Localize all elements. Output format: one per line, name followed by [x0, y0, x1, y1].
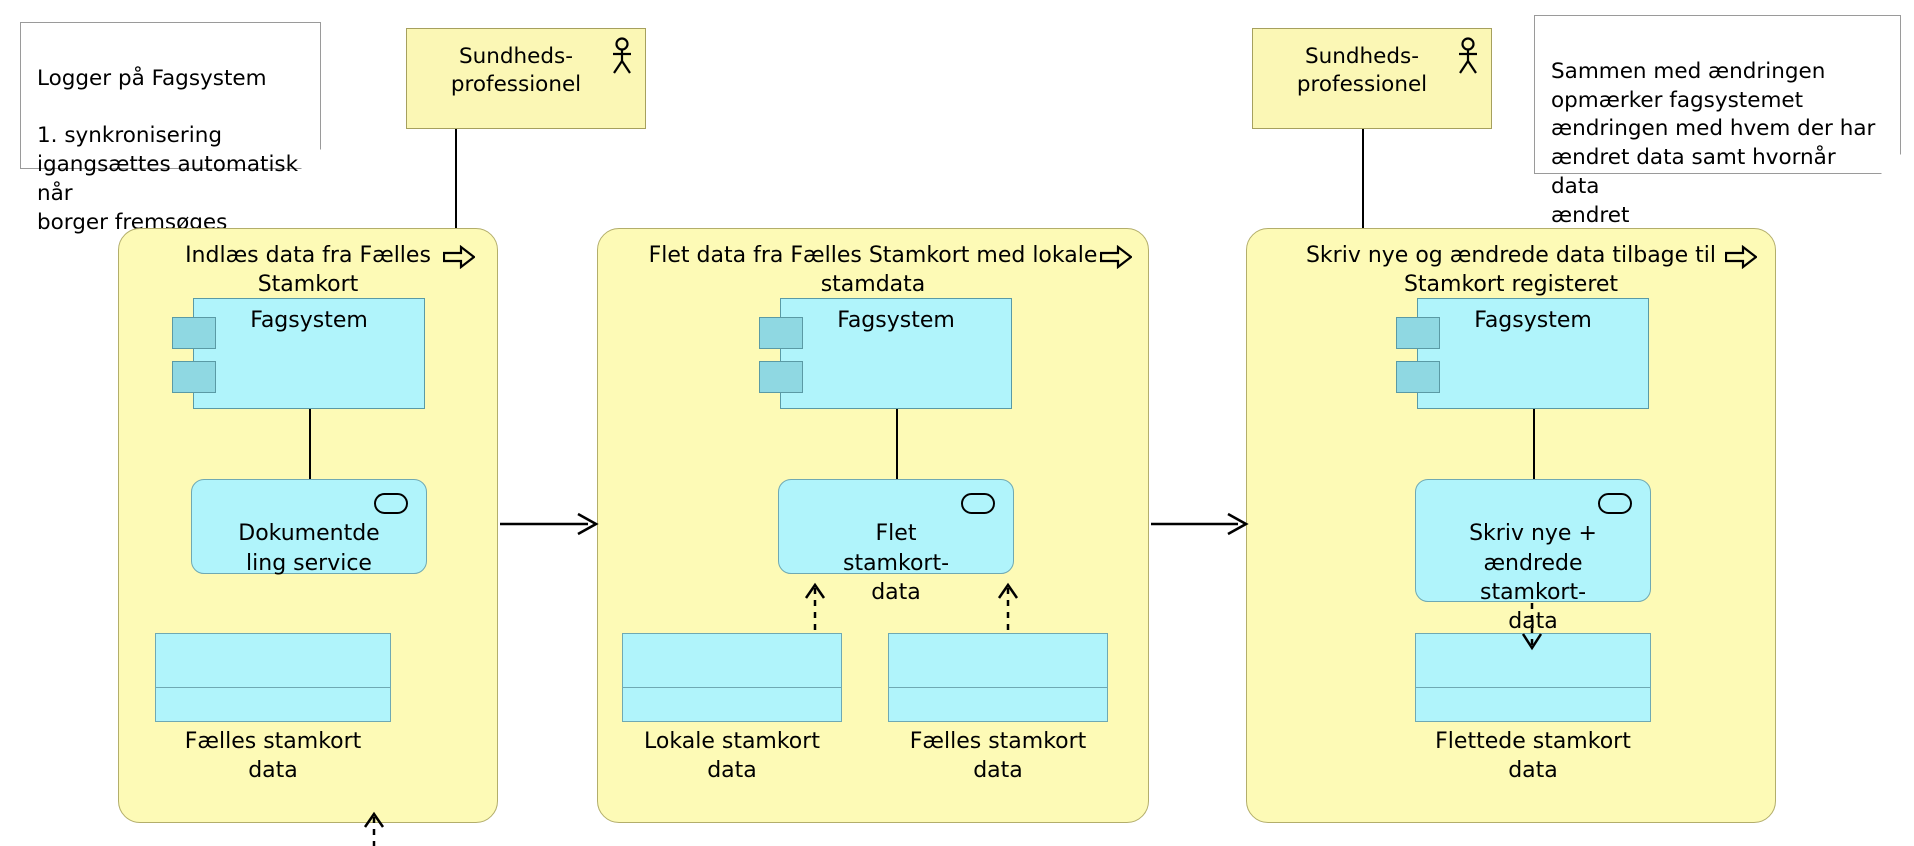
datastore-faelles-stamkort-label: Fælles stamkort data — [184, 728, 362, 783]
service-pill-icon — [961, 493, 995, 514]
note-left: Logger på Fagsystem 1. synkronisering ig… — [20, 22, 322, 235]
component-service-connector — [896, 409, 898, 479]
component-port-1 — [1396, 317, 1440, 349]
datastore-header-band — [623, 663, 841, 689]
datastore-flettede-stamkort-label: Flettede stamkort data — [1435, 728, 1631, 783]
datastore-header-band — [156, 663, 390, 689]
service-pill-icon — [1598, 493, 1632, 514]
component-service-connector — [309, 409, 311, 479]
service-dokumentdeling-label: Dokumentde ling service — [238, 521, 380, 576]
package-flet-title: Flet data fra Fælles Stamkort med lokale… — [648, 243, 1098, 298]
component-port-2 — [759, 361, 803, 393]
service-skriv-stamkortdata-label: Skriv nye + ændrede stamkort- data — [1469, 521, 1597, 634]
service-flet-stamkortdata[interactable]: Flet stamkort- data — [778, 479, 1014, 605]
actor-right[interactable]: Sundheds- professionel — [1252, 28, 1492, 129]
component-fagsystem[interactable]: Fagsystem — [172, 298, 425, 409]
component-port-1 — [172, 317, 216, 349]
package-skriv-title: Skriv nye og ændrede data tilbage til St… — [1305, 243, 1717, 298]
actor-right-connector — [1362, 129, 1364, 230]
package-indlaes[interactable]: Indlæs data fra Fælles Stamkort Fagsyste… — [118, 228, 498, 846]
service-pill-icon — [374, 493, 408, 514]
component-fagsystem-label: Fagsystem — [250, 308, 368, 333]
component-fagsystem-label: Fagsystem — [1474, 308, 1592, 333]
component-port-2 — [172, 361, 216, 393]
service-dokumentdeling[interactable]: Dokumentde ling service — [191, 479, 427, 576]
component-port-2 — [1396, 361, 1440, 393]
note-fold-corner — [300, 148, 322, 170]
datastore-lokale-stamkort[interactable]: Lokale stamkort data — [622, 633, 842, 783]
package-flet[interactable]: Flet data fra Fælles Stamkort med lokale… — [597, 228, 1149, 823]
actor-left[interactable]: Sundheds- professionel — [406, 28, 646, 129]
datastore-header-band — [1416, 663, 1650, 689]
actor-left-label: Sundheds- professionel — [450, 44, 582, 97]
service-flet-stamkortdata-label: Flet stamkort- data — [842, 521, 950, 605]
datastore-faelles-stamkort[interactable]: Fælles stamkort data — [888, 633, 1108, 783]
process-arrow-icon — [443, 245, 475, 269]
datastore-header-band — [889, 663, 1107, 689]
component-fagsystem-label: Fagsystem — [837, 308, 955, 333]
process-arrow-icon — [1100, 245, 1132, 269]
component-port-1 — [759, 317, 803, 349]
datastore-flettede-stamkort[interactable]: Flettede stamkort data — [1415, 633, 1651, 783]
note-right-text: Sammen med ændringen opmærker fagsysteme… — [1551, 58, 1876, 228]
component-service-connector — [1533, 409, 1535, 479]
package-skriv[interactable]: Skriv nye og ændrede data tilbage til St… — [1246, 228, 1776, 823]
package-indlaes-title: Indlæs data fra Fælles Stamkort — [185, 243, 431, 298]
datastore-faelles-stamkort[interactable]: Fælles stamkort data — [155, 633, 391, 783]
note-right: Sammen med ændringen opmærker fagsysteme… — [1534, 15, 1902, 228]
component-fagsystem[interactable]: Fagsystem — [1396, 298, 1649, 409]
note-fold-corner — [1880, 153, 1902, 175]
actor-stick-figure-icon — [613, 37, 631, 74]
actor-right-label: Sundheds- professionel — [1296, 44, 1428, 97]
note-left-text: Logger på Fagsystem 1. synkronisering ig… — [37, 65, 299, 235]
datastore-faelles-stamkort-label: Fælles stamkort data — [909, 728, 1087, 783]
actor-stick-figure-icon — [1459, 37, 1477, 74]
service-skriv-stamkortdata[interactable]: Skriv nye + ændrede stamkort- data — [1415, 479, 1651, 634]
actor-left-connector — [455, 129, 457, 230]
process-arrow-icon — [1725, 245, 1757, 269]
datastore-lokale-stamkort-label: Lokale stamkort data — [644, 728, 820, 783]
component-fagsystem[interactable]: Fagsystem — [759, 298, 1012, 409]
